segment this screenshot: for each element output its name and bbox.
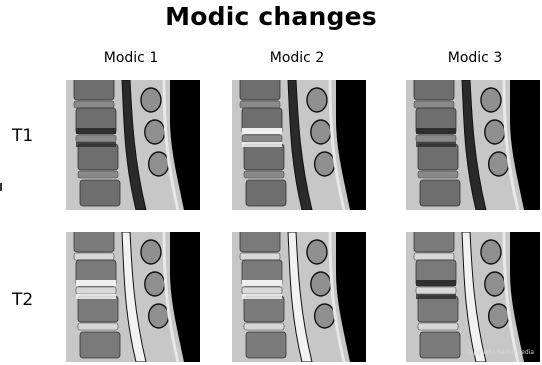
column-label-modic-1: Modic 1 [66,50,196,66]
vertebral-body [78,144,118,170]
column-label-modic-2: Modic 2 [232,50,362,66]
posterior-element [141,240,161,264]
intervertebral-disc [416,135,456,142]
endplate-change-lower [416,142,456,147]
intervertebral-disc [76,135,116,142]
posterior-element [307,240,327,264]
endplate-change-upper [76,280,116,286]
vertebral-body [414,80,454,100]
vertebral-body [80,332,120,358]
posterior-element [311,272,331,296]
spine-illustration [232,232,366,362]
posterior-element [311,120,331,144]
intervertebral-disc [78,323,118,330]
endplate-change-upper [416,280,456,286]
spine-illustration [66,232,200,362]
endplate-change-upper [242,280,282,286]
column-label-modic-3: Modic 3 [410,50,540,66]
vertebral-body [246,332,286,358]
posterior-element [485,120,505,144]
edge-mark [0,183,2,191]
intervertebral-disc [414,101,454,108]
intervertebral-disc [418,171,458,178]
spine-illustration [232,80,366,210]
posterior-element [481,240,501,264]
panel-t2-modic-1 [66,232,200,362]
panel-t2-modic-2 [232,232,366,362]
vertebral-body [240,232,280,252]
vertebral-body [244,144,284,170]
endplate-change-upper [242,128,282,134]
row-label-t1: T1 [12,126,33,146]
intervertebral-disc [74,101,114,108]
spine-illustration [406,232,540,362]
posterior-element [307,88,327,112]
vertebral-body [418,296,458,322]
posterior-element [481,88,501,112]
spine-illustration [406,80,540,210]
vertebral-body [80,180,120,206]
posterior-element [489,304,509,328]
intervertebral-disc [242,287,282,294]
intervertebral-disc [74,253,114,260]
endplate-change-lower [416,294,456,299]
intervertebral-disc [240,101,280,108]
posterior-element [149,304,169,328]
panel-t2-modic-3: Copyright Radiopaedia [406,232,540,362]
posterior-element [315,304,335,328]
intervertebral-disc [78,171,118,178]
posterior-element [145,120,165,144]
spine-illustration [66,80,200,210]
endplate-change-upper [416,128,456,134]
vertebral-body [246,180,286,206]
vertebral-body [420,332,460,358]
endplate-change-lower [76,294,116,299]
intervertebral-disc [416,287,456,294]
intervertebral-disc [414,253,454,260]
posterior-element [489,152,509,176]
panel-t1-modic-2 [232,80,366,210]
intervertebral-disc [418,323,458,330]
intervertebral-disc [244,323,284,330]
intervertebral-disc [244,171,284,178]
panel-t1-modic-3 [406,80,540,210]
vertebral-body [414,232,454,252]
posterior-element [485,272,505,296]
intervertebral-disc [242,135,282,142]
vertebral-body [240,80,280,100]
figure-title: Modic changes [0,2,542,31]
panel-t1-modic-1 [66,80,200,210]
vertebral-body [78,296,118,322]
vertebral-body [74,80,114,100]
posterior-element [141,88,161,112]
intervertebral-disc [76,287,116,294]
vertebral-body [74,232,114,252]
endplate-change-upper [76,128,116,134]
vertebral-body [418,144,458,170]
intervertebral-disc [240,253,280,260]
posterior-element [149,152,169,176]
endplate-change-lower [242,294,282,299]
posterior-element [315,152,335,176]
posterior-element [145,272,165,296]
endplate-change-lower [76,142,116,147]
copyright-watermark: Copyright Radiopaedia [466,349,534,356]
vertebral-body [244,296,284,322]
endplate-change-lower [242,142,282,147]
vertebral-body [420,180,460,206]
row-label-t2: T2 [12,290,33,310]
